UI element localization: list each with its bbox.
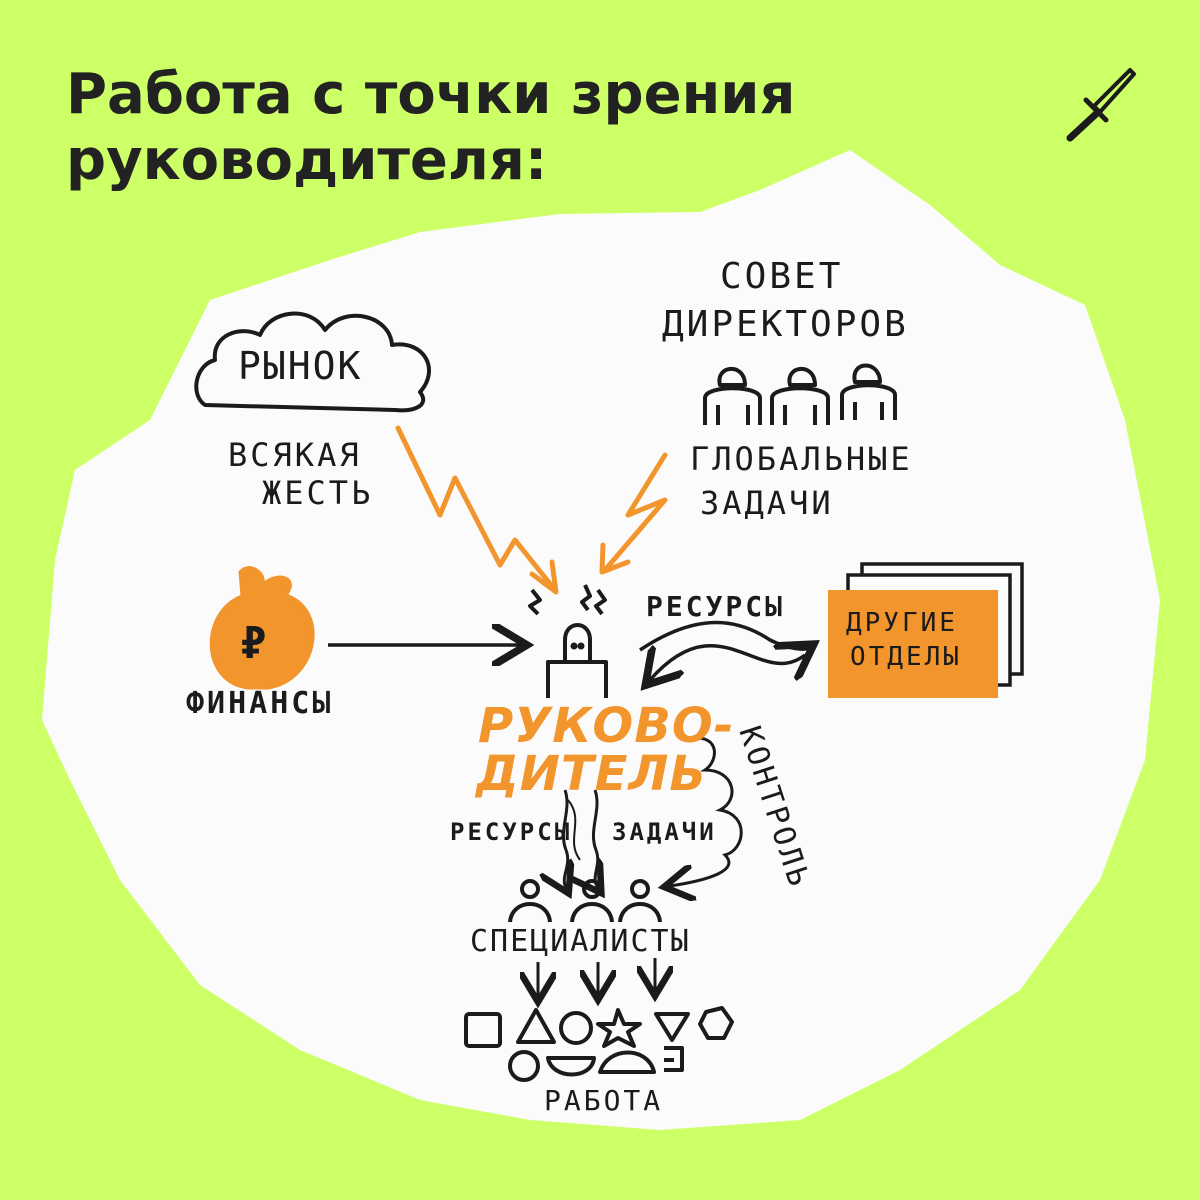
manager-label-1: РУКОВО- — [478, 698, 735, 754]
money-bag-icon — [209, 566, 315, 690]
finance-label: ФИНАНСЫ — [186, 686, 334, 721]
board-caption-2: ЗАДАЧИ — [700, 484, 834, 522]
resources-down-label: РЕСУРСЫ — [450, 818, 573, 846]
market-label: РЫНОК — [238, 344, 363, 388]
work-shapes-icon — [464, 1006, 734, 1082]
directors-icon — [703, 363, 897, 425]
cloud-icon — [194, 311, 431, 413]
departments-label-2: ОТДЕЛЫ — [850, 642, 962, 672]
lightning-board — [602, 452, 668, 573]
resources-top-label: РЕСУРСЫ — [646, 590, 786, 623]
work-label: РАБОТА — [544, 1084, 664, 1117]
specialists-icon — [508, 879, 662, 923]
sword-icon — [1066, 68, 1136, 142]
board-label-1: СОВЕТ — [720, 256, 844, 297]
board-caption-1: ГЛОБАЛЬНЫЕ — [690, 440, 913, 478]
departments-stack — [828, 562, 1024, 698]
manager-icon — [528, 584, 608, 698]
lightning-market — [395, 425, 558, 593]
title-line-2: руководителя: — [66, 128, 548, 193]
board-label-2: ДИРЕКТОРОВ — [662, 304, 909, 345]
market-caption-2: ЖЕСТЬ — [262, 474, 374, 512]
finance-symbol: ₽ — [240, 618, 270, 669]
page-title: Работа с точки зрения руководителя: — [66, 62, 795, 194]
specialists-label: СПЕЦИАЛИСТЫ — [470, 924, 691, 959]
market-caption-1: ВСЯКАЯ — [228, 436, 362, 474]
manager-label-2: ДИТЕЛЬ — [476, 746, 707, 802]
title-line-1: Работа с точки зрения — [66, 62, 796, 127]
tasks-down-label: ЗАДАЧИ — [612, 818, 717, 846]
departments-label-1: ДРУГИЕ — [846, 608, 958, 638]
